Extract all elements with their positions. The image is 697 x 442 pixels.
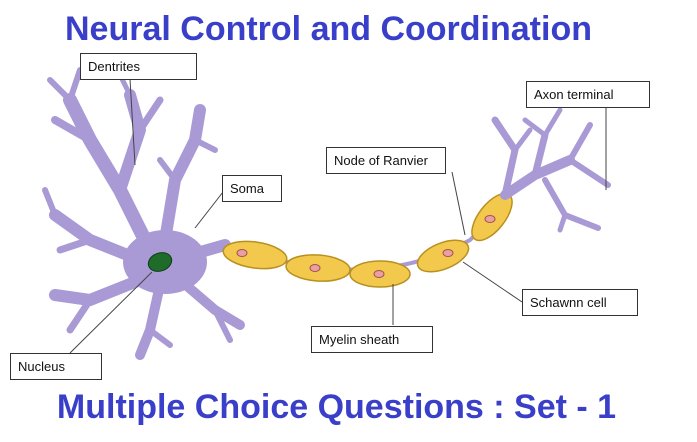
label-dendrites: Dentrites	[80, 53, 197, 80]
nucleus-shape	[147, 252, 173, 272]
axon-terminal-branches	[491, 107, 611, 233]
label-myelin-sheath: Myelin sheath	[311, 326, 433, 353]
label-node-of-ranvier: Node of Ranvier	[326, 147, 446, 174]
label-nucleus: Nucleus	[10, 353, 102, 380]
label-schwann-cell: Schawnn cell	[522, 289, 638, 316]
label-soma: Soma	[222, 175, 282, 202]
label-axon-terminal: Axon terminal	[526, 81, 650, 108]
neuron-cell-body	[42, 67, 245, 360]
page-title: Neural Control and Coordination	[65, 10, 592, 48]
page-subtitle: Multiple Choice Questions : Set - 1	[56, 388, 617, 426]
